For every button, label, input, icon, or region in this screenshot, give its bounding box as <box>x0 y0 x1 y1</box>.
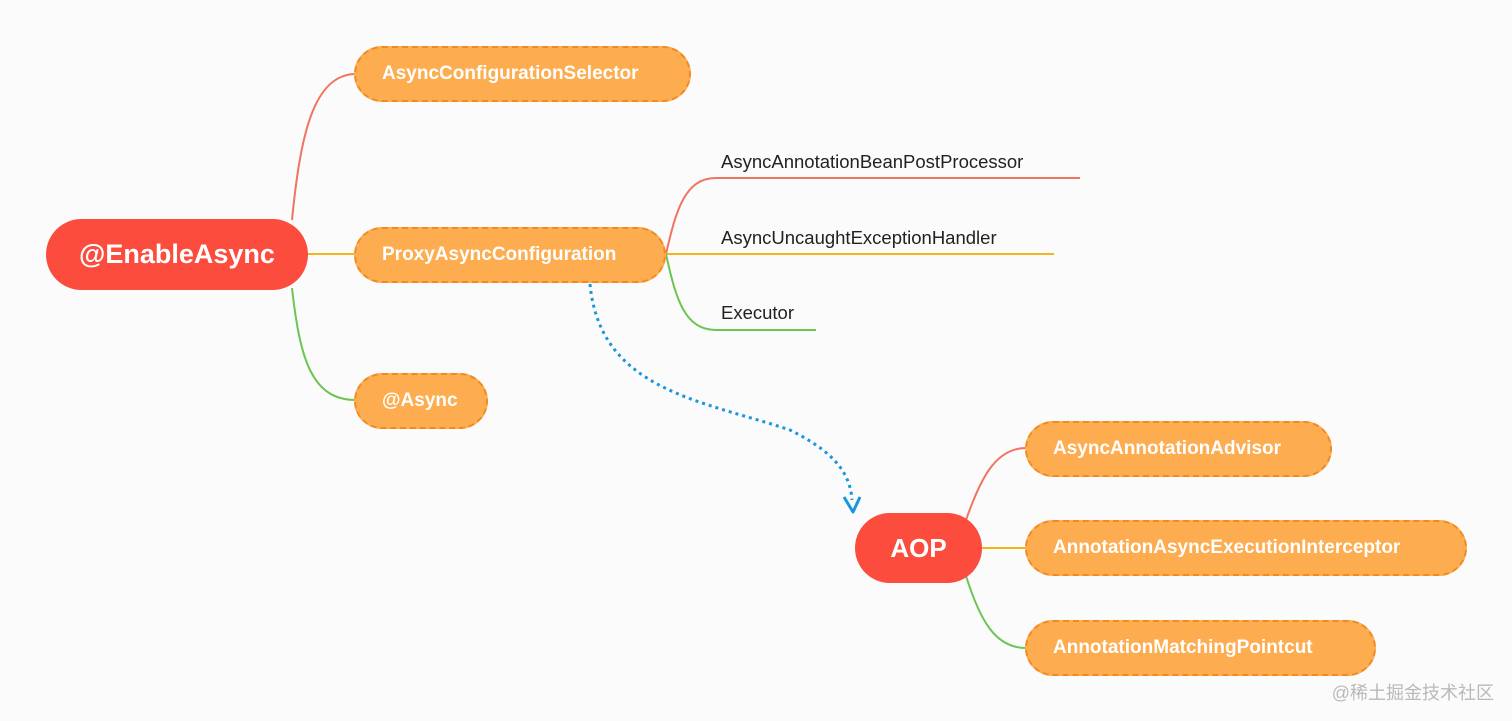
branch-root-async <box>291 287 357 401</box>
node-label: AnnotationAsyncExecutionInterceptor <box>1053 537 1401 558</box>
node-async-annotation-advisor[interactable]: AsyncAnnotationAdvisor <box>1025 421 1332 477</box>
leaf-async-annotation-bean-post-processor[interactable]: AsyncAnnotationBeanPostProcessor <box>721 151 1024 172</box>
node-label: ProxyAsyncConfiguration <box>382 244 617 265</box>
node-annotation-async-execution-interceptor[interactable]: AnnotationAsyncExecutionInterceptor <box>1025 520 1467 576</box>
watermark: @稀土掘金技术社区 <box>1331 683 1494 703</box>
branch-proxy-postprocessor <box>665 177 1080 255</box>
leaf-async-uncaught-exception-handler[interactable]: AsyncUncaughtExceptionHandler <box>721 227 997 248</box>
node-label: AsyncConfigurationSelector <box>382 63 639 84</box>
node-async-configuration-selector[interactable]: AsyncConfigurationSelector <box>354 46 691 102</box>
node-proxy-async-configuration[interactable]: ProxyAsyncConfiguration <box>354 227 666 283</box>
root-node-enableasync[interactable]: @EnableAsync <box>46 219 308 290</box>
branch-root-selector <box>291 73 357 221</box>
aop-label: AOP <box>890 532 947 563</box>
node-label: AnnotationMatchingPointcut <box>1053 637 1313 658</box>
branch-aop-advisor <box>965 447 1027 521</box>
root-label: @EnableAsync <box>79 239 275 269</box>
arrowhead-icon <box>842 496 862 514</box>
node-annotation-matching-pointcut[interactable]: AnnotationMatchingPointcut <box>1025 620 1376 676</box>
branch-proxy-executor <box>665 253 816 331</box>
node-label: @Async <box>382 390 458 411</box>
dotted-link-proxy-aop <box>588 283 854 501</box>
node-label: AsyncAnnotationAdvisor <box>1053 438 1282 459</box>
root-node-aop[interactable]: AOP <box>855 513 982 583</box>
node-async[interactable]: @Async <box>354 373 488 429</box>
branch-aop-pointcut <box>965 575 1027 649</box>
leaf-executor[interactable]: Executor <box>721 302 795 323</box>
